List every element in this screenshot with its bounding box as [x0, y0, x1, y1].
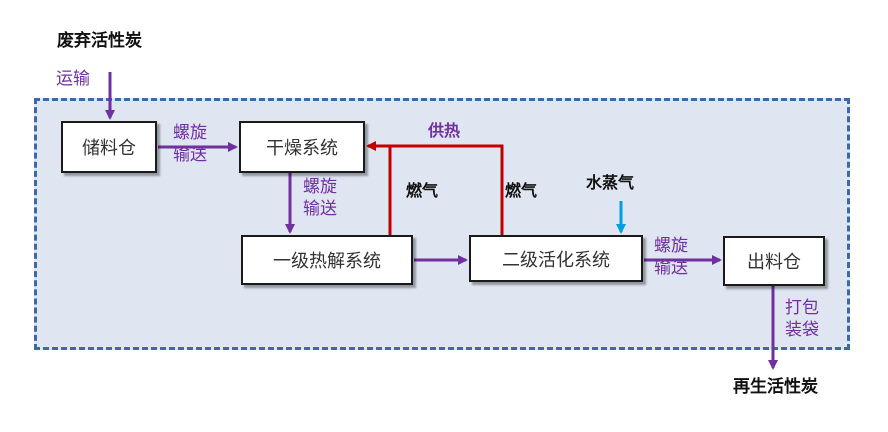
conveyor-label-3-line1: 螺旋 [654, 236, 688, 256]
packing-label-line2: 装袋 [785, 320, 819, 340]
input-label: 废弃活性炭 [57, 31, 142, 51]
conveyor-label-3-line2: 输送 [654, 258, 688, 278]
arrow-heat-supply [368, 146, 504, 236]
conveyor-label-1-line1: 螺旋 [173, 123, 207, 143]
fuel-gas-label-2: 燃气 [505, 181, 538, 200]
conveyor-label-2-line2: 输送 [303, 199, 337, 219]
conveyor-label-3: 螺旋 输送 [654, 235, 688, 279]
output-label: 再生活性炭 [733, 377, 818, 397]
heat-supply-label: 供热 [428, 121, 461, 140]
drying-system-box: 干燥系统 [239, 121, 365, 173]
activation-system-box: 二级活化系统 [469, 235, 643, 282]
conveyor-label-1-line2: 输送 [173, 145, 207, 165]
pyrolysis-system-box: 一级热解系统 [241, 235, 413, 285]
conveyor-label-2: 螺旋 输送 [303, 176, 337, 220]
packing-label-line1: 打包 [785, 298, 819, 318]
transport-in-label: 运输 [56, 69, 90, 89]
process-boundary [34, 98, 850, 350]
conveyor-label-1: 螺旋 输送 [173, 122, 207, 166]
packing-label: 打包 装袋 [785, 297, 819, 341]
storage-bin-box: 储料仓 [61, 121, 157, 173]
outlet-bin-box: 出料仓 [723, 236, 825, 286]
conveyor-label-2-line1: 螺旋 [303, 177, 337, 197]
steam-label: 水蒸气 [586, 173, 635, 192]
fuel-gas-label-1: 燃气 [406, 181, 439, 200]
